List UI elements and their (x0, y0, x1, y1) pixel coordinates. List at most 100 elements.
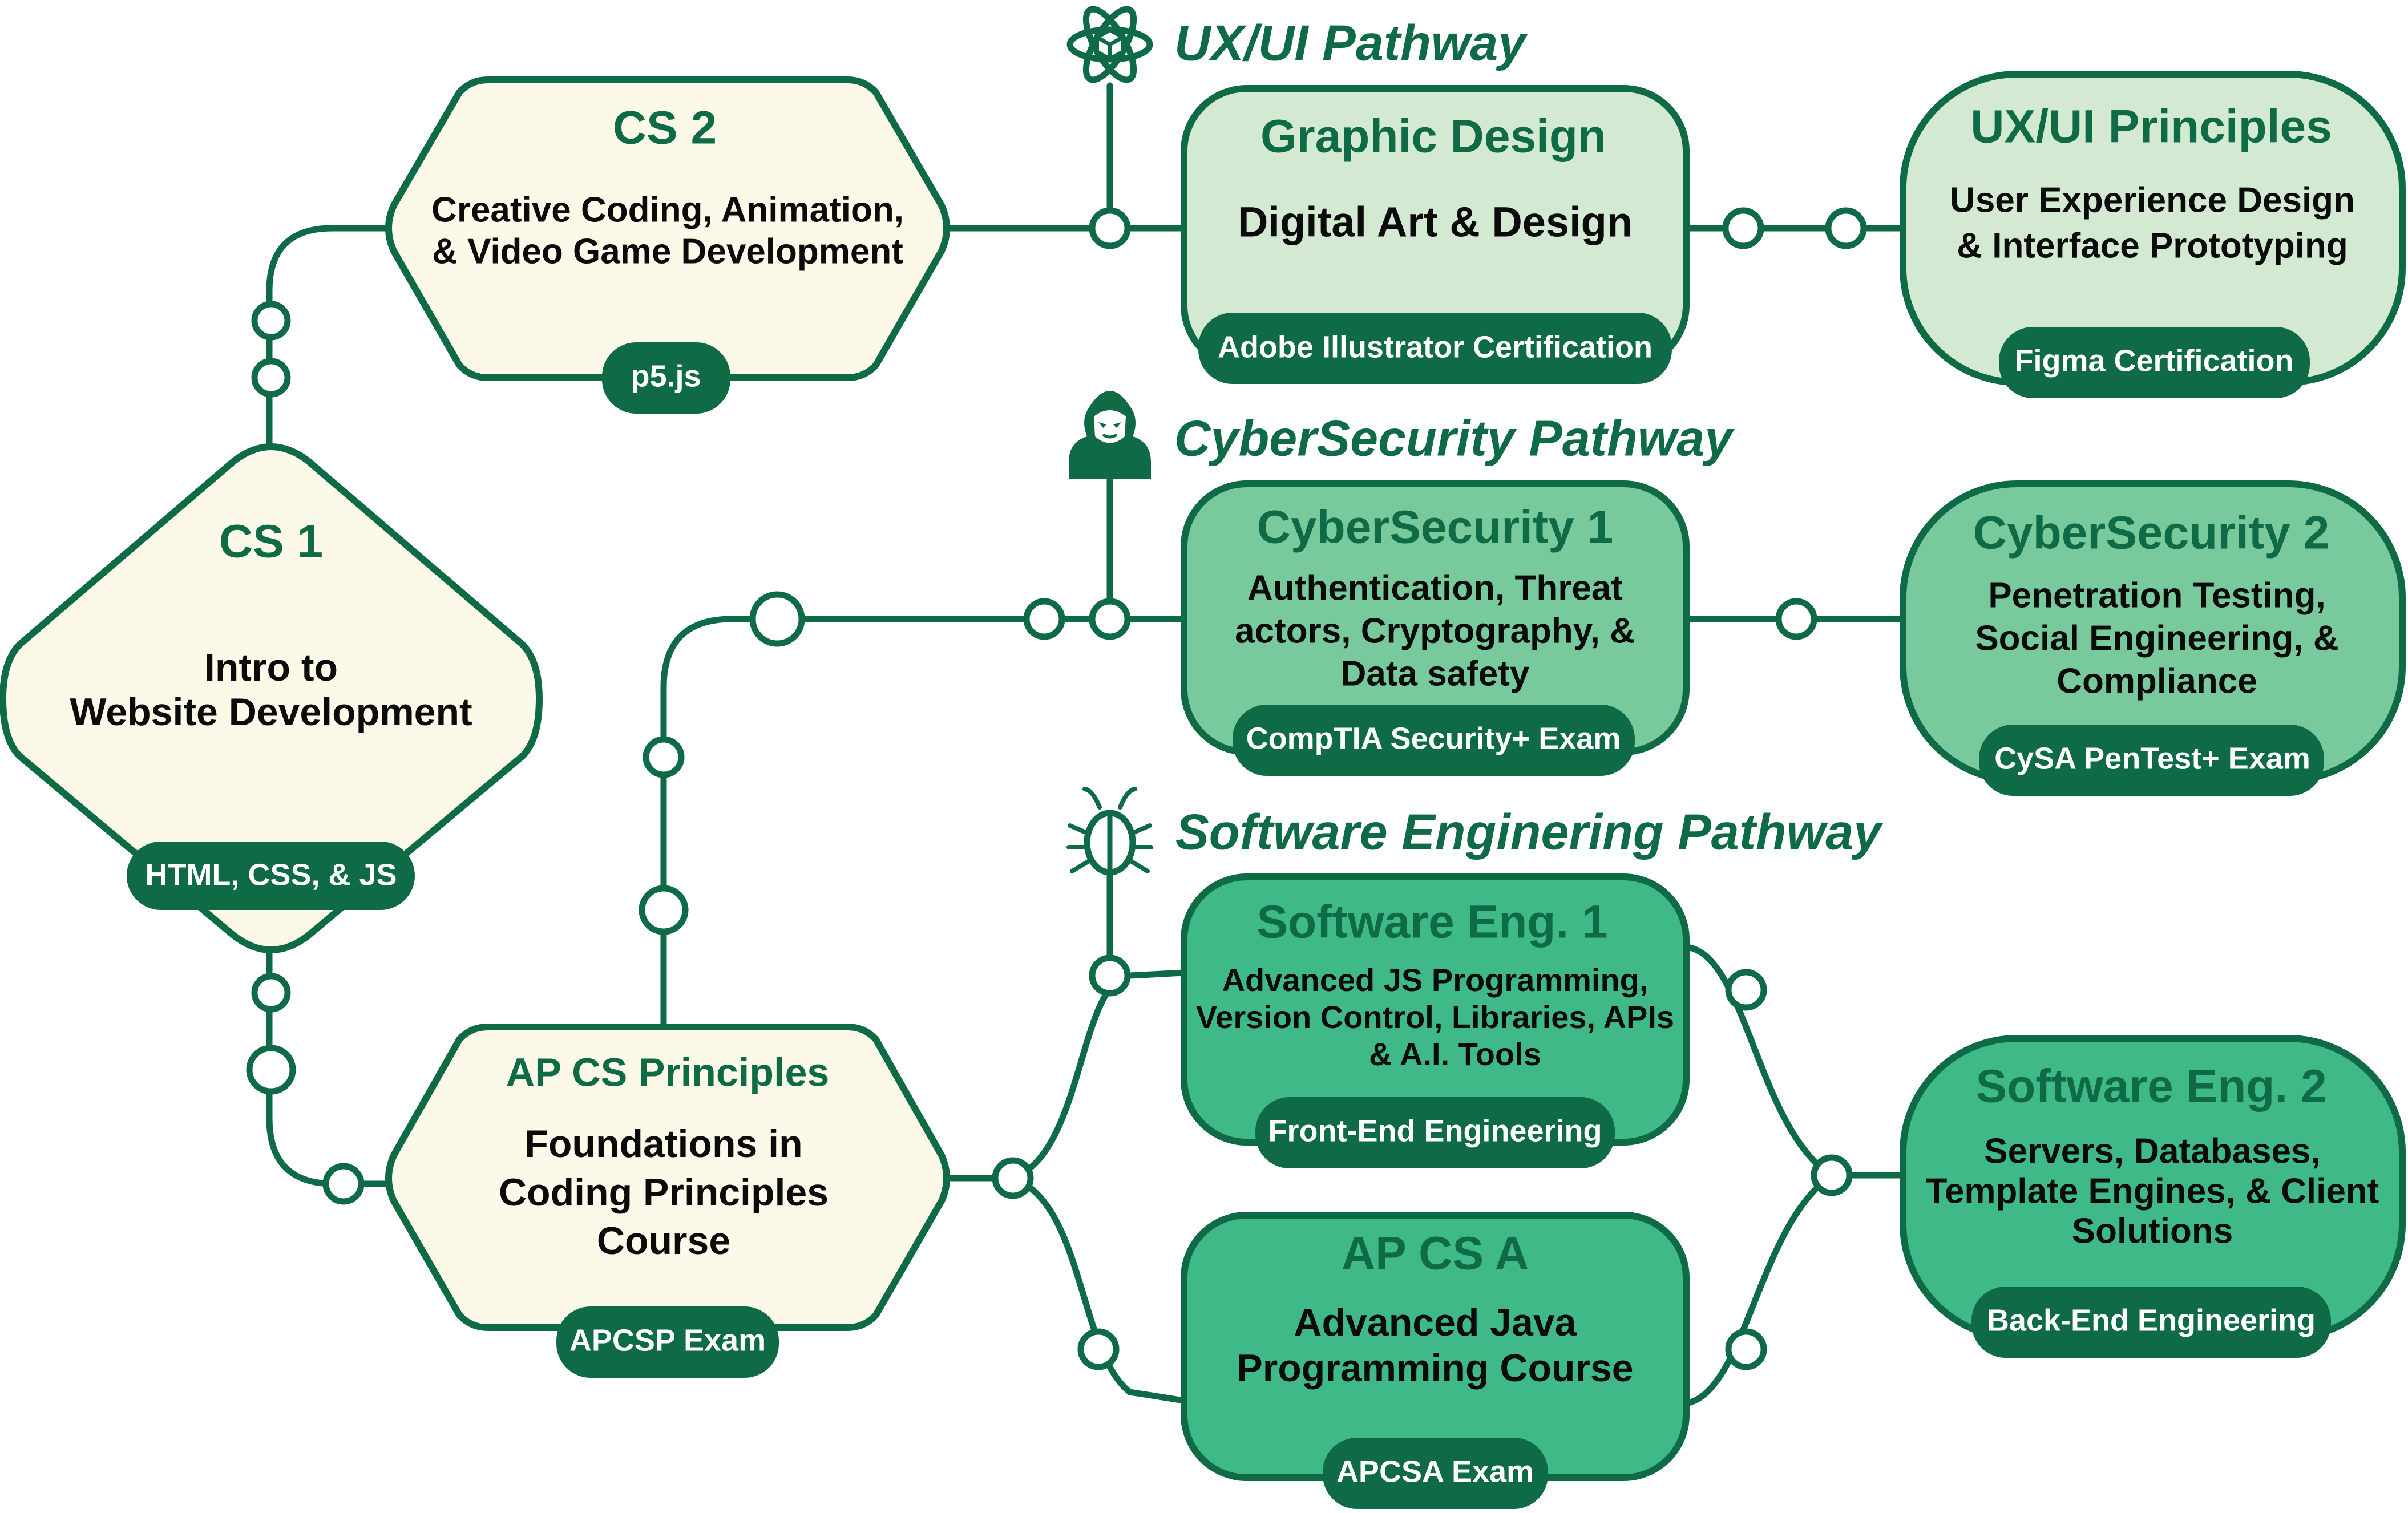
node-line: Digital Art & Design (1238, 199, 1633, 246)
connector-swe1-merge (1683, 944, 1835, 1179)
badge-label: APCSA Exam (1336, 1454, 1534, 1488)
connector-dot (639, 885, 689, 935)
badge (1971, 1287, 2331, 1358)
node-title: CS 1 (219, 516, 323, 568)
connector-dot (1811, 1154, 1853, 1196)
connector-dot (1077, 1328, 1120, 1370)
hooded-hacker-icon (1069, 391, 1151, 479)
node-cybersecurity-1: CyberSecurity 1 Authentication, Threat a… (1181, 480, 1690, 776)
node-line: Programming Course (1237, 1346, 1633, 1390)
node-shape (0, 443, 543, 953)
badge (1979, 725, 2324, 796)
node-line: Intro to (204, 646, 338, 689)
node-line: Version Control, Libraries, APIs (1196, 999, 1674, 1035)
badge-label: Back-End Engineering (1987, 1303, 2316, 1337)
connector-dot (1825, 207, 1867, 249)
node-line: Data safety (1341, 654, 1530, 693)
connector-apcsa-merge (1683, 1172, 1835, 1407)
node-cybersecurity-2: CyberSecurity 2 Penetration Testing, Soc… (1900, 480, 2406, 796)
node-title: AP CS Principles (506, 1050, 830, 1094)
node-title: CyberSecurity 2 (1973, 507, 2329, 559)
badge-label: Front-End Engineering (1268, 1114, 1602, 1148)
pathway-title-swe: Software Enginering Pathway (1175, 803, 1884, 860)
pathway-title-uxui: UX/UI Pathway (1174, 14, 1528, 71)
node-line: actors, Cryptography, & (1235, 611, 1635, 650)
connector-dot (1089, 207, 1131, 249)
node-cs2: CS 2 Creative Coding, Animation, & Video… (385, 76, 950, 414)
connector-dot (1725, 969, 1767, 1011)
node-line: Website Development (70, 690, 472, 734)
connector-dot (251, 973, 291, 1013)
node-shape (385, 1024, 950, 1331)
node-line: Advanced Java (1294, 1301, 1577, 1344)
connector-split-apcsa (1009, 1175, 1187, 1404)
node-apcsp: AP CS Principles Foundations in Coding P… (385, 1024, 950, 1378)
badge-label: CySA PenTest+ Exam (1994, 741, 2310, 775)
connector-dot (992, 1157, 1034, 1199)
node-line: Coding Principles (499, 1171, 829, 1214)
node-title: AP CS A (1342, 1228, 1529, 1280)
node-software-eng-1: Software Eng. 1 Advanced JS Programming,… (1181, 873, 1690, 1168)
node-title: Graphic Design (1260, 111, 1606, 163)
node-title: CyberSecurity 1 (1257, 501, 1613, 553)
node-line: Course (597, 1219, 730, 1263)
node-uxui-principles: UX/UI Principles User Experience Design … (1900, 71, 2406, 398)
node-cs1: CS 1 Intro to Website Development HTML, … (0, 443, 543, 953)
node-shape (385, 76, 950, 381)
node-line: Social Engineering, & (1975, 618, 2338, 658)
connector-dot (1089, 954, 1131, 997)
badge-label: HTML, CSS, & JS (145, 857, 397, 892)
badge (602, 342, 730, 414)
badge (556, 1306, 779, 1378)
badge-label: p5.js (631, 359, 701, 393)
connector-dots (246, 207, 1867, 1370)
node-line: Penetration Testing, (1988, 576, 2325, 615)
badge (1198, 313, 1672, 384)
connector-dot (1722, 207, 1764, 249)
connector-dot (251, 301, 291, 341)
badge (1999, 327, 2310, 398)
node-line: & A.I. Tools (1369, 1036, 1541, 1072)
badge (1233, 705, 1635, 776)
node-line: Authentication, Threat (1247, 568, 1623, 608)
connector-cs1-cs2 (266, 225, 391, 454)
node-title: Software Eng. 2 (1975, 1061, 2326, 1112)
connector-dot (1023, 598, 1065, 640)
connector-split-swe1 (1009, 969, 1187, 1182)
badge-label: Adobe Illustrator Certification (1218, 330, 1653, 364)
node-line: Solutions (2072, 1211, 2233, 1251)
node-line: Servers, Databases, (1984, 1131, 2320, 1171)
node-title: Software Eng. 1 (1256, 896, 1607, 948)
node-line: Compliance (2057, 661, 2257, 701)
badge-label: Figma Certification (2014, 343, 2293, 378)
connector-apcsp-cyber1 (660, 616, 1187, 1030)
node-title: UX/UI Principles (1970, 101, 2332, 153)
node-line: Advanced JS Programming, (1222, 962, 1649, 998)
badge-label: APCSP Exam (569, 1323, 766, 1357)
connector-dot (1089, 598, 1131, 640)
connector-cs1-apcsp (266, 909, 391, 1187)
node-line: & Video Game Development (432, 232, 903, 271)
node-title: CS 2 (613, 102, 717, 154)
node-line: Template Engines, & Client (1926, 1171, 2379, 1211)
connector-dot (1775, 598, 1817, 640)
connector-dot (1725, 1328, 1767, 1370)
node-line: User Experience Design (1950, 180, 2355, 220)
connector-dot (251, 358, 291, 398)
bug-icon (1066, 787, 1153, 876)
pathway-title-cyber: CyberSecurity Pathway (1174, 410, 1735, 466)
node-apcsa: AP CS A Advanced Java Programming Course… (1181, 1212, 1690, 1509)
node-line: Foundations in (524, 1122, 802, 1166)
connector-dot (643, 736, 685, 778)
connector-dot (749, 591, 805, 647)
connector-dot (322, 1163, 365, 1205)
badge (127, 842, 415, 910)
node-software-eng-2: Software Eng. 2 Servers, Databases, Temp… (1900, 1035, 2406, 1358)
badge (1323, 1438, 1548, 1509)
node-line: Creative Coding, Animation, (431, 190, 904, 229)
connector-dot (246, 1045, 296, 1095)
badge (1255, 1097, 1615, 1168)
node-line: & Interface Prototyping (1957, 226, 2348, 265)
